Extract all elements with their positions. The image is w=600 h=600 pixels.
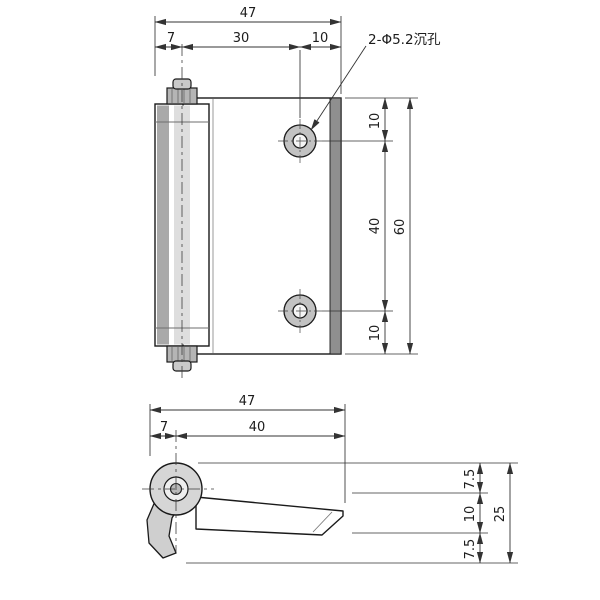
dim-height-total: 25 <box>493 506 508 523</box>
plate-face <box>182 97 342 355</box>
dim-edge-to-hole-top: 10 <box>368 113 383 130</box>
leaf-plate <box>195 496 344 536</box>
barrel-highlight <box>174 105 190 345</box>
dim-height-top: 7.5 <box>463 469 478 490</box>
counterbore-hole-bottom <box>278 289 322 333</box>
dim-hole-to-edge-bottom: 10 <box>368 325 383 342</box>
dim-pin-to-hole: 30 <box>233 31 250 46</box>
front-view: 47 7 30 10 2-Φ5.2沉孔 10 40 10 <box>154 6 441 380</box>
dim-height-mid: 10 <box>463 506 478 523</box>
barrel-shade-left <box>157 105 169 345</box>
leaf-chamfer-line <box>312 511 333 533</box>
dim-height-total: 60 <box>393 219 408 236</box>
dim-pin-offset: 7 <box>167 31 175 46</box>
hinge-barrel <box>154 44 210 380</box>
side-view: 47 7 40 7.5 10 7.5 25 <box>142 394 518 564</box>
leaf-profile <box>195 496 344 536</box>
dim-hole-to-hole: 40 <box>368 218 383 235</box>
plate-edge-band <box>329 97 342 355</box>
knuckle <box>142 430 214 559</box>
dim-leaf-width: 40 <box>249 420 266 435</box>
counterbore-hole-top <box>278 119 322 163</box>
dim-pin-offset: 7 <box>160 420 168 435</box>
dim-width-total: 47 <box>239 394 256 409</box>
dim-hole-to-edge: 10 <box>312 31 329 46</box>
hinge-plate <box>182 97 342 355</box>
front-dimensions: 47 7 30 10 2-Φ5.2沉孔 10 40 10 <box>154 6 441 355</box>
side-dimensions: 47 7 40 7.5 10 7.5 25 <box>149 394 518 564</box>
dim-height-bottom: 7.5 <box>463 539 478 560</box>
dim-width-total: 47 <box>240 6 257 21</box>
leader-line <box>310 45 367 131</box>
hole-callout: 2-Φ5.2沉孔 <box>368 32 441 48</box>
